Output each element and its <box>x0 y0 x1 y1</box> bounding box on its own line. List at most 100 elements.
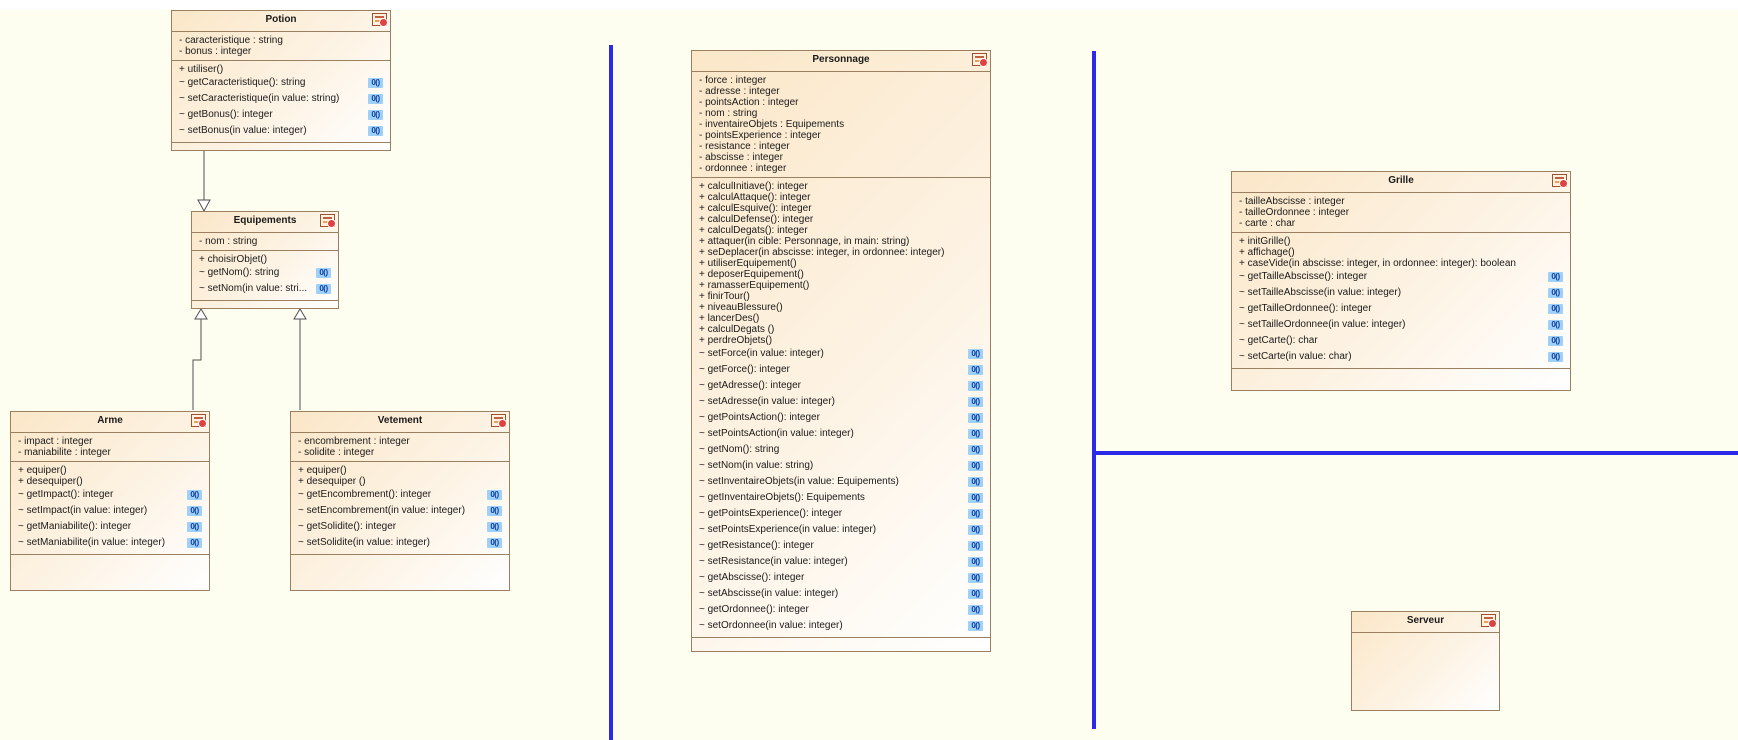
class-personnage[interactable]: Personnage - force : integer- adresse : i… <box>691 50 991 652</box>
operation-item[interactable]: + initGrille() <box>1239 236 1563 247</box>
class-header[interactable]: Serveur <box>1352 612 1499 633</box>
attribute-item[interactable]: - maniabilite : integer <box>18 447 202 458</box>
attribute-item[interactable]: - encombrement : integer <box>298 436 502 447</box>
class-header[interactable]: Grille <box>1232 172 1570 193</box>
accessor-item[interactable]: ~ setImpact(in value: integer)0() <box>18 503 202 519</box>
accessor-item[interactable]: ~ setPointsAction(in value: integer)0() <box>699 426 983 442</box>
member-text: ~ setInventaireObjets(in value: Equipeme… <box>699 476 899 487</box>
accessor-item[interactable]: ~ setOrdonnee(in value: integer)0() <box>699 618 983 634</box>
accessor-item[interactable]: ~ setPointsExperience(in value: integer)… <box>699 522 983 538</box>
attribute-item[interactable]: - abscisse : integer <box>699 152 983 163</box>
attribute-item[interactable]: - adresse : integer <box>699 86 983 97</box>
accessor-item[interactable]: ~ setInventaireObjets(in value: Equipeme… <box>699 474 983 490</box>
accessor-item[interactable]: ~ setBonus(in value: integer)0() <box>179 123 383 139</box>
operation-item[interactable]: + finirTour() <box>699 291 983 302</box>
attribute-item[interactable]: - caracteristique : string <box>179 35 383 46</box>
attribute-item[interactable]: - ordonnee : integer <box>699 163 983 174</box>
attribute-item[interactable]: - nom : string <box>699 108 983 119</box>
accessor-item[interactable]: ~ setForce(in value: integer)0() <box>699 346 983 362</box>
operation-item[interactable]: + equiper() <box>18 465 202 476</box>
operation-item[interactable]: + caseVide(in abscisse: integer, in ordo… <box>1239 258 1563 269</box>
operation-item[interactable]: + affichage() <box>1239 247 1563 258</box>
operation-item[interactable]: + desequiper () <box>298 476 502 487</box>
accessor-item[interactable]: ~ setManiabilite(in value: integer)0() <box>18 535 202 551</box>
accessor-item[interactable]: ~ setNom(in value: string)0() <box>699 458 983 474</box>
accessor-item[interactable]: ~ setCarte(in value: char)0() <box>1239 349 1563 365</box>
accessor-item[interactable]: ~ setTailleOrdonnee(in value: integer)0(… <box>1239 317 1563 333</box>
attribute-item[interactable]: - pointsExperience : integer <box>699 130 983 141</box>
operation-item[interactable]: + attaquer(in cible: Personnage, in main… <box>699 236 983 247</box>
accessor-item[interactable]: ~ setEncombrement(in value: integer)0() <box>298 503 502 519</box>
class-header[interactable]: Equipements <box>192 212 338 233</box>
operation-item[interactable]: + calculAttaque(): integer <box>699 192 983 203</box>
attribute-item[interactable]: - tailleOrdonnee : integer <box>1239 207 1563 218</box>
attribute-item[interactable]: - nom : string <box>199 236 331 247</box>
class-header[interactable]: Potion <box>172 11 390 32</box>
operation-item[interactable]: + niveauBlessure() <box>699 302 983 313</box>
operation-item[interactable]: + ramasserEquipement() <box>699 280 983 291</box>
operation-item[interactable]: + perdreObjets() <box>699 335 983 346</box>
class-potion[interactable]: Potion - caracteristique : string- bonus … <box>171 10 391 151</box>
attribute-item[interactable]: - carte : char <box>1239 218 1563 229</box>
accessor-item[interactable]: ~ setResistance(in value: integer)0() <box>699 554 983 570</box>
operation-item[interactable]: + desequiper() <box>18 476 202 487</box>
member-text: + attaquer(in cible: Personnage, in main… <box>699 236 910 247</box>
accessor-item[interactable]: ~ setAdresse(in value: integer)0() <box>699 394 983 410</box>
operation-item[interactable]: + seDeplacer(in abscisse: integer, in or… <box>699 247 983 258</box>
attribute-item[interactable]: - impact : integer <box>18 436 202 447</box>
class-header[interactable]: Arme <box>11 412 209 433</box>
class-equipements[interactable]: Equipements - nom : string + choisirObjet(… <box>191 211 339 309</box>
class-arme[interactable]: Arme - impact : integer- maniabilite : in… <box>10 411 210 591</box>
attribute-item[interactable]: - bonus : integer <box>179 46 383 57</box>
attribute-item[interactable]: - force : integer <box>699 75 983 86</box>
attribute-item[interactable]: - pointsAction : integer <box>699 97 983 108</box>
class-header[interactable]: Vetement <box>291 412 509 433</box>
accessor-item[interactable]: ~ setNom(in value: stri...0() <box>199 281 331 297</box>
operation-item[interactable]: + calculDegats(): integer <box>699 225 983 236</box>
operation-item[interactable]: + deposerEquipement() <box>699 269 983 280</box>
accessor-item[interactable]: ~ setTailleAbscisse(in value: integer)0(… <box>1239 285 1563 301</box>
member-text: + ramasserEquipement() <box>699 280 810 291</box>
attribute-item[interactable]: - tailleAbscisse : integer <box>1239 196 1563 207</box>
class-grille[interactable]: Grille - tailleAbscisse : integer- taille… <box>1231 171 1571 391</box>
operation-item[interactable]: + calculDegats () <box>699 324 983 335</box>
accessor-item[interactable]: ~ setSolidite(in value: integer)0() <box>298 535 502 551</box>
accessor-item[interactable]: ~ setAbscisse(in value: integer)0() <box>699 586 983 602</box>
operation-item[interactable]: + lancerDes() <box>699 313 983 324</box>
operation-item[interactable]: + calculInitiave(): integer <box>699 181 983 192</box>
operation-item[interactable]: + calculDefense(): integer <box>699 214 983 225</box>
operation-item[interactable]: + utiliserEquipement() <box>699 258 983 269</box>
attribute-item[interactable]: - solidite : integer <box>298 447 502 458</box>
accessor-badge-icon: 0() <box>1548 288 1563 298</box>
operation-item[interactable]: + calculEsquive(): integer <box>699 203 983 214</box>
operation-item[interactable]: + utiliser() <box>179 64 383 75</box>
attribute-item[interactable]: - resistance : integer <box>699 141 983 152</box>
class-header[interactable]: Personnage <box>692 51 990 72</box>
class-serveur[interactable]: Serveur <box>1351 611 1500 711</box>
operation-item[interactable]: + equiper() <box>298 465 502 476</box>
class-vetement[interactable]: Vetement - encombrement : integer- solidi… <box>290 411 510 591</box>
operation-item[interactable]: + choisirObjet() <box>199 254 331 265</box>
attribute-item[interactable]: - inventaireObjets : Equipements <box>699 119 983 130</box>
accessor-item[interactable]: ~ setCaracteristique(in value: string)0(… <box>179 91 383 107</box>
